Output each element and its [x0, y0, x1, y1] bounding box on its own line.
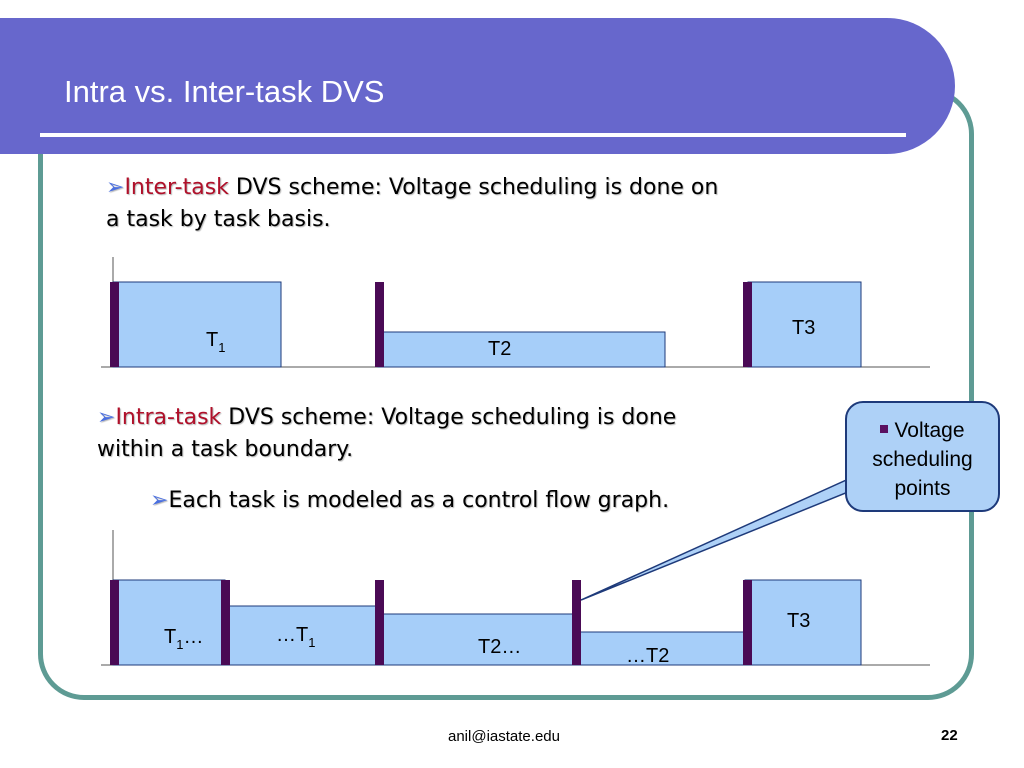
task-t3-block [744, 579, 862, 666]
voltage-scheduling-point [221, 580, 230, 665]
callout-line3: points [894, 477, 951, 500]
voltage-scheduling-callout: Voltage scheduling points [845, 401, 1000, 512]
square-bullet-icon [880, 425, 889, 434]
voltage-scheduling-point [743, 282, 752, 367]
voltage-scheduling-point [743, 580, 752, 665]
task-t1-part1-block [112, 579, 226, 666]
segment-t1-end-label: …T1 [276, 624, 315, 650]
task-t2-block [377, 331, 666, 368]
task-t1-label: T1 [206, 329, 225, 355]
callout-line1: Voltage [894, 419, 965, 442]
inter-task-bullet: ➢Inter-task DVS scheme: Voltage scheduli… [106, 172, 718, 236]
arrow-bullet-icon: ➢ [150, 488, 169, 513]
inter-task-text-line1: DVS scheme: Voltage scheduling is done o… [228, 175, 719, 200]
segment-t2-start-label: T2… [478, 636, 521, 658]
voltage-scheduling-point [375, 580, 384, 665]
inter-task-keyword: Inter-task [124, 175, 229, 200]
task-t1-part2-block [224, 605, 378, 666]
arrow-bullet-icon: ➢ [97, 405, 116, 430]
slide-title: Intra vs. Inter-task DVS [64, 74, 385, 109]
task-t2-label: T2 [488, 338, 511, 360]
cfg-sub-bullet: ➢Each task is modeled as a control flow … [150, 485, 669, 517]
intra-task-keyword: Intra-task [115, 405, 222, 430]
intra-task-text-line2: within a task boundary. [97, 437, 354, 462]
task-t3-block [747, 281, 862, 368]
intra-task-bullet: ➢Intra-task DVS scheme: Voltage scheduli… [97, 402, 676, 466]
task-t2-part2-block [576, 631, 746, 666]
task-t1-block [112, 281, 282, 368]
voltage-scheduling-point [572, 580, 581, 665]
arrow-bullet-icon: ➢ [106, 175, 125, 200]
inter-task-diagram: T1 T2 T3 [101, 257, 930, 368]
task-t3-label: T3 [787, 610, 810, 632]
task-t3-label: T3 [792, 317, 815, 339]
callout-line2: scheduling [872, 448, 973, 471]
task-t2-part1-block [376, 613, 578, 666]
cfg-sub-bullet-text: Each task is modeled as a control flow g… [168, 488, 670, 513]
title-banner [0, 18, 955, 154]
title-underline [40, 133, 906, 137]
segment-t1-start-label: T1… [164, 626, 203, 652]
intra-task-text-line1: DVS scheme: Voltage scheduling is done [221, 405, 677, 430]
segment-t2-end-label: …T2 [626, 645, 669, 667]
footer-email: anil@iastate.edu [448, 728, 560, 745]
voltage-scheduling-point [375, 282, 384, 367]
inter-task-text-line2: a task by task basis. [106, 207, 331, 232]
intra-task-diagram: T1… …T1 T2… …T2 T3 [101, 530, 930, 667]
voltage-scheduling-point [110, 282, 119, 367]
voltage-scheduling-point [110, 580, 119, 665]
page-number: 22 [941, 727, 958, 744]
